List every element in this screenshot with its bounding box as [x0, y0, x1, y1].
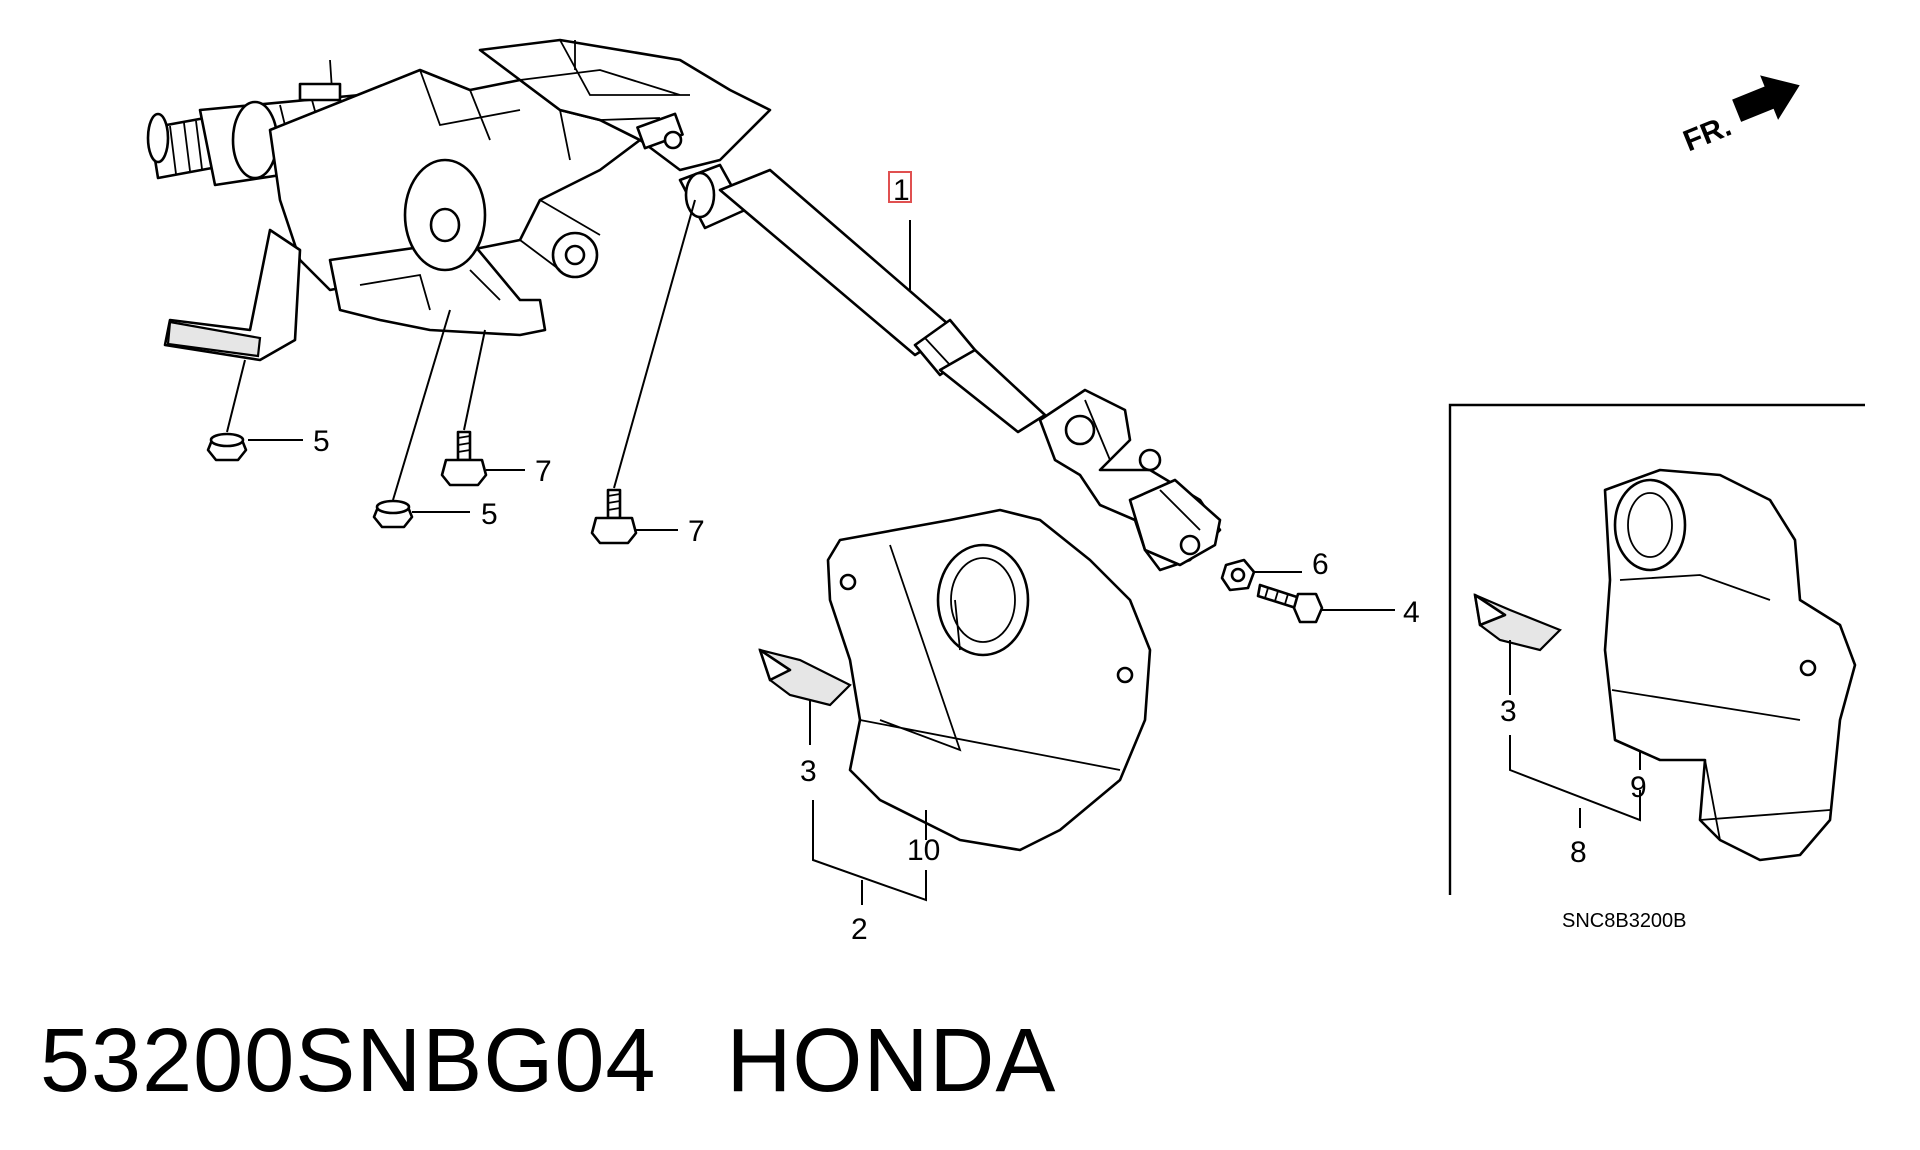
callout-3-right: 3 — [1500, 695, 1517, 728]
callout-2: 2 — [851, 913, 868, 946]
callout-7a: 7 — [535, 455, 552, 488]
callout-3-left: 3 — [800, 755, 817, 788]
callout-8: 8 — [1570, 836, 1587, 869]
part-number: 53200SNBG04 — [40, 1011, 657, 1111]
front-direction-indicator: FR. — [1679, 75, 1800, 159]
diagram-code: SNC8B3200B — [1562, 910, 1687, 932]
callout-5a: 5 — [313, 425, 330, 458]
callout-10: 10 — [907, 834, 940, 867]
inset-box — [1448, 403, 1865, 895]
flange-nut-5b — [372, 499, 414, 529]
callout-9: 9 — [1630, 771, 1647, 804]
lock-nut-6 — [1220, 558, 1256, 592]
front-arrow-icon — [1732, 75, 1800, 122]
brand-name: HONDA — [726, 1011, 1057, 1111]
intermediate-shaft — [678, 163, 1222, 572]
bolt-7a — [440, 430, 488, 487]
leader-lines — [226, 199, 1641, 905]
front-direction-label: FR. — [1679, 110, 1736, 159]
seal-3-right — [1473, 593, 1562, 652]
part-footer: 53200SNBG04 HONDA — [40, 1010, 1056, 1113]
callout-4: 4 — [1403, 596, 1420, 629]
callout-6: 6 — [1312, 548, 1329, 581]
steering-column-assembly — [146, 38, 772, 362]
column-cover-left — [826, 508, 1152, 852]
callout-1: 1 — [893, 174, 910, 207]
bolt-4 — [1256, 583, 1324, 624]
callout-1-highlight — [888, 171, 912, 203]
seal-3-left — [758, 648, 852, 707]
column-cover-right — [1603, 468, 1857, 862]
bolt-7b — [590, 488, 638, 545]
callout-5b: 5 — [481, 498, 498, 531]
flange-nut-5a — [206, 432, 248, 462]
callout-7b: 7 — [688, 515, 705, 548]
